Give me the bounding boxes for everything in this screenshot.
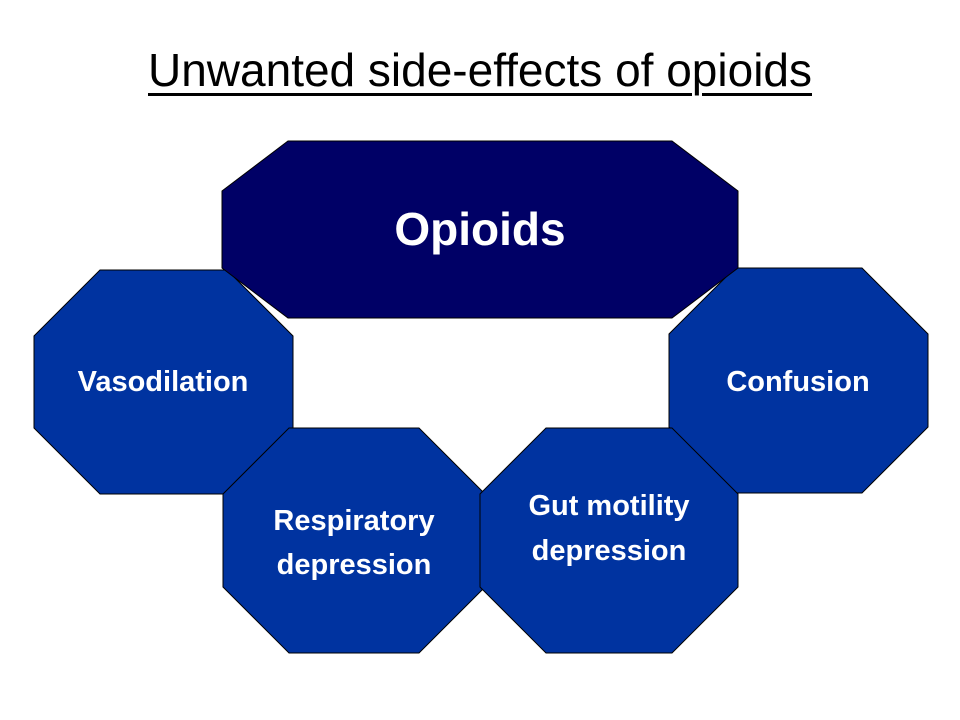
slide-title: Unwanted side-effects of opioids xyxy=(148,44,812,96)
gut-motility-depression-label-line1: Gut motility xyxy=(528,490,689,522)
gut-motility-depression-octagon xyxy=(479,427,739,654)
confusion-label: Confusion xyxy=(726,366,869,398)
opioids-octagon xyxy=(221,140,739,319)
vasodilation-label: Vasodilation xyxy=(78,366,249,398)
opioids-label: Opioids xyxy=(394,203,565,255)
respiratory-depression-label-line2: depression xyxy=(277,549,432,581)
confusion-octagon xyxy=(668,267,929,494)
respiratory-depression-octagon xyxy=(222,427,486,654)
respiratory-depression-label-line1: Respiratory xyxy=(273,505,434,537)
gut-motility-depression-label-line2: depression xyxy=(532,535,687,567)
